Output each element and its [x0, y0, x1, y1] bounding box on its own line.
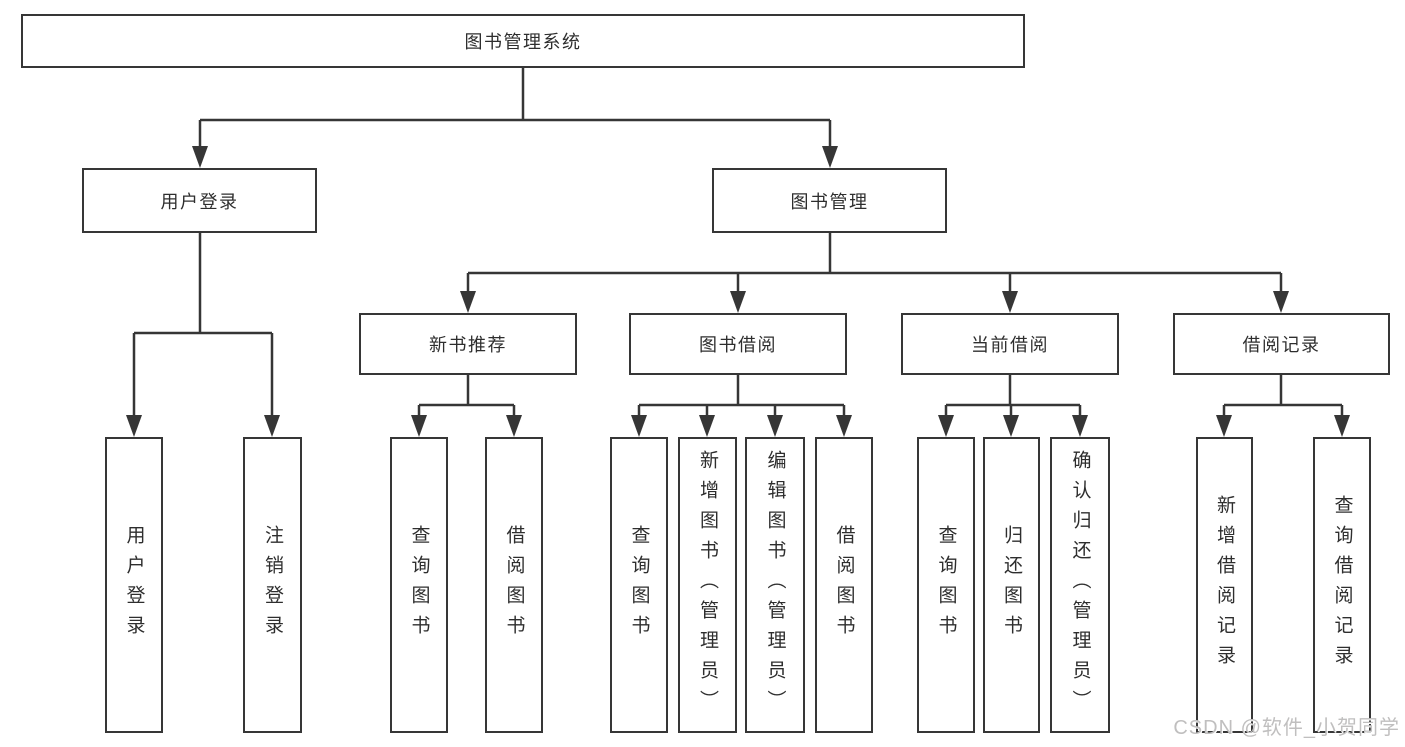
node-label: 用户登录 — [160, 191, 239, 212]
leaf-borrow-books-1: 借阅图书 — [485, 437, 543, 733]
csdn-watermark: CSDN @软件_小贺同学 — [1173, 717, 1400, 739]
node-user-login: 用户登录 — [82, 168, 317, 233]
node-borrowing-records: 借阅记录 — [1173, 313, 1390, 375]
node-label: 图书管理 — [790, 191, 869, 212]
leaf-add-borrow-record: 新增借阅记录 — [1196, 437, 1253, 733]
leaf-edit-book-admin: 编辑图书（管理员） — [745, 437, 805, 733]
node-label: 查询借阅记录 — [1331, 495, 1353, 675]
node-label: 注销登录 — [262, 525, 283, 645]
leaf-query-books-3: 查询图书 — [917, 437, 975, 733]
node-book-borrowing: 图书借阅 — [629, 313, 847, 375]
node-label: 当前借阅 — [971, 335, 1049, 355]
node-label: 用户登录 — [123, 525, 145, 645]
node-new-book-recommendation: 新书推荐 — [359, 313, 577, 375]
node-current-borrowing: 当前借阅 — [901, 313, 1119, 375]
leaf-confirm-return-admin: 确认归还（管理员） — [1050, 437, 1110, 733]
leaf-user-login: 用户登录 — [105, 437, 163, 733]
leaf-logout: 注销登录 — [243, 437, 302, 733]
node-library-management-system: 图书管理系统 — [21, 14, 1025, 68]
node-label: 图书管理系统 — [464, 32, 582, 52]
node-label: 图书借阅 — [699, 335, 777, 355]
node-label: 编辑图书（管理员） — [764, 450, 786, 720]
node-label: 借阅图书 — [503, 525, 525, 645]
node-label: 查询图书 — [935, 525, 957, 645]
node-label: 借阅图书 — [833, 525, 855, 645]
node-label: 借阅记录 — [1242, 335, 1321, 355]
node-label: 新书推荐 — [429, 335, 507, 355]
leaf-add-book-admin: 新增图书（管理员） — [678, 437, 737, 733]
node-book-management: 图书管理 — [712, 168, 947, 233]
leaf-return-book: 归还图书 — [983, 437, 1040, 733]
leaf-query-books-2: 查询图书 — [610, 437, 668, 733]
node-label: 确认归还（管理员） — [1069, 450, 1091, 720]
node-label: 查询图书 — [628, 525, 650, 645]
leaf-query-books-1: 查询图书 — [390, 437, 448, 733]
node-label: 归还图书 — [1001, 525, 1022, 645]
node-label: 查询图书 — [408, 525, 430, 645]
leaf-query-borrow-record: 查询借阅记录 — [1313, 437, 1371, 733]
node-label: 新增图书（管理员） — [697, 450, 718, 720]
node-label: 新增借阅记录 — [1214, 495, 1235, 675]
leaf-borrow-books-2: 借阅图书 — [815, 437, 873, 733]
